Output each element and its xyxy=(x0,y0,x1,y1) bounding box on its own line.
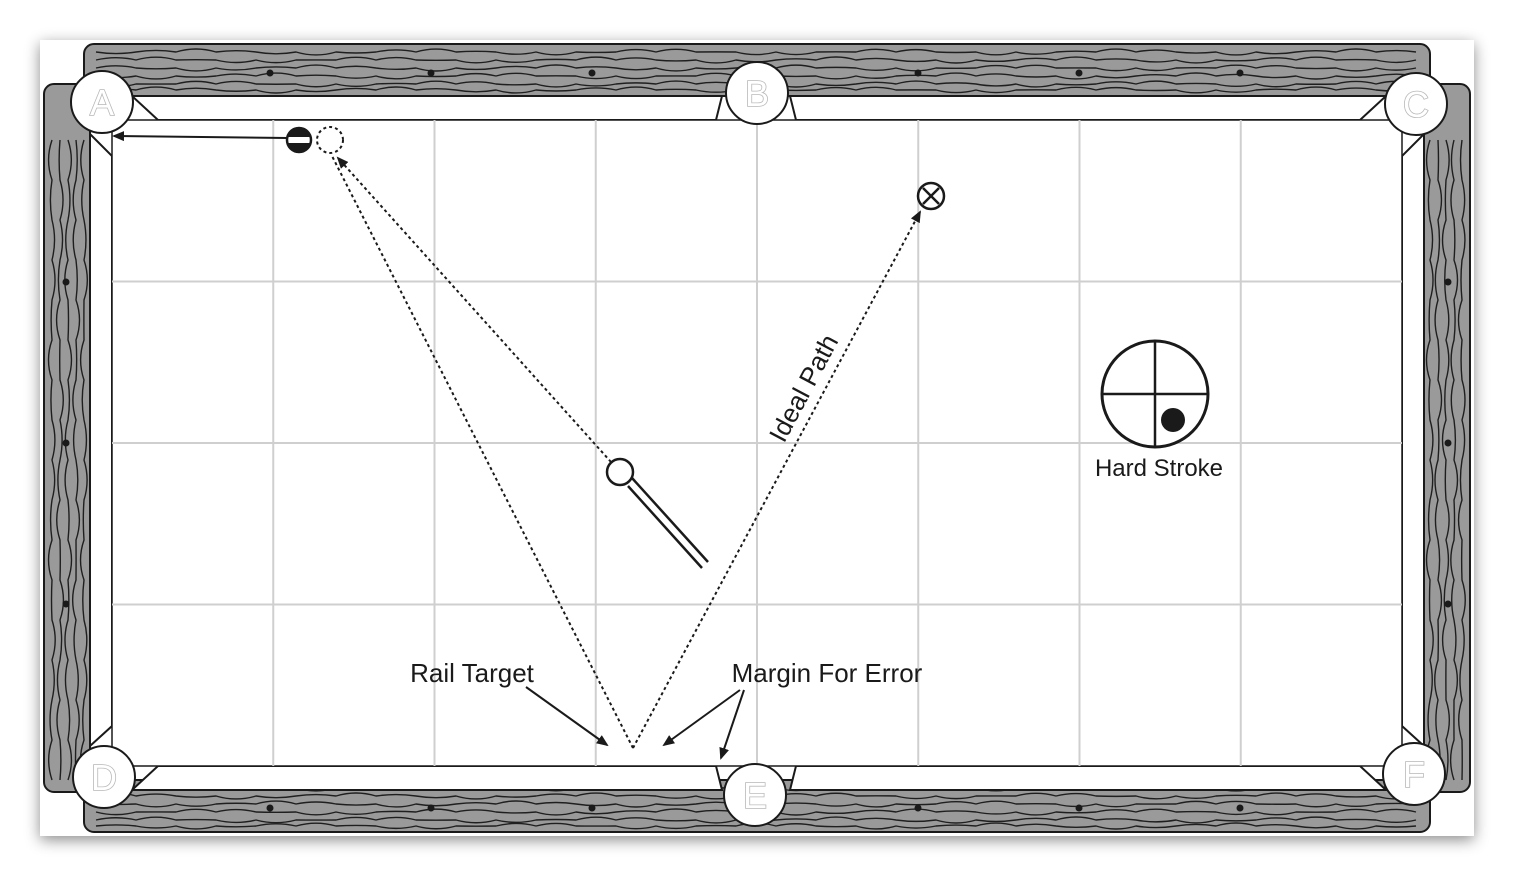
rail-diamond xyxy=(1236,69,1244,77)
table-grid xyxy=(112,120,1402,766)
wood-grain-line xyxy=(95,48,1417,56)
rail-target-label: Rail Target xyxy=(410,658,535,688)
rail-diamond xyxy=(1075,69,1083,77)
pocket-label: C xyxy=(1403,84,1429,125)
pocket-c: C xyxy=(1384,72,1448,136)
shot-paths xyxy=(112,131,921,749)
pocket-f: F xyxy=(1382,742,1446,806)
rail-diamond xyxy=(1444,439,1452,447)
margin-for-error-label: Margin For Error xyxy=(732,658,923,688)
pocket-b: B xyxy=(725,61,789,125)
pocket-label: B xyxy=(745,73,769,114)
rail-target-arrow xyxy=(525,686,609,747)
cushion-top-right xyxy=(788,95,1389,121)
cushion-left xyxy=(89,131,113,749)
cushion-bottom-left xyxy=(129,765,724,791)
object-ball-path-arrow xyxy=(112,131,289,142)
object-ball xyxy=(285,126,313,154)
margin-arrow-2 xyxy=(719,689,745,760)
rail-diamond xyxy=(588,804,596,812)
wood-grain-line xyxy=(55,139,65,781)
rail-diamond xyxy=(1444,600,1452,608)
ghost-ball xyxy=(316,126,344,154)
pocket-a: A xyxy=(70,70,134,134)
pocket-d: D xyxy=(72,745,136,809)
rail-diamond xyxy=(914,69,922,77)
margin-arrow-1 xyxy=(662,689,741,747)
rail-diamond xyxy=(914,804,922,812)
ideal-path-line xyxy=(632,210,921,749)
rail-diamond xyxy=(427,69,435,77)
wood-grain-line xyxy=(1425,139,1434,781)
wood-grain-line xyxy=(1449,139,1459,781)
rail-diamonds xyxy=(62,69,1452,812)
cushion-right xyxy=(1401,131,1425,749)
rail-to-ghost-path xyxy=(331,155,634,749)
rail-diamond xyxy=(62,278,70,286)
leader-arrows xyxy=(525,686,745,760)
cushion-bottom-right xyxy=(788,765,1389,791)
cue-to-ghost-path xyxy=(336,156,612,463)
pocket-label: D xyxy=(91,757,117,798)
pocket-label: A xyxy=(90,82,114,123)
wood-grain-line xyxy=(71,139,81,781)
cushion-top-left xyxy=(129,95,724,121)
pocket-e: E xyxy=(723,763,787,827)
cue-stick xyxy=(627,477,709,569)
rail-diamond xyxy=(62,600,70,608)
rail-diamond xyxy=(427,804,435,812)
x-target-icon xyxy=(916,181,946,211)
rail-diamond xyxy=(62,439,70,447)
rail-diamond xyxy=(266,804,274,812)
hard-stroke-label: Hard Stroke xyxy=(1095,455,1223,482)
wood-grain-line xyxy=(64,139,73,781)
pockets: A B C D E F xyxy=(70,61,1448,827)
rail-diamond xyxy=(1236,804,1244,812)
wood-grain-line xyxy=(1457,139,1466,781)
wood-grain-line xyxy=(1441,139,1451,781)
right-rail xyxy=(1423,83,1471,793)
cue-tip-diagram-icon xyxy=(1100,339,1210,449)
rail-diamond xyxy=(588,69,596,77)
rail-diamond xyxy=(1075,804,1083,812)
pocket-label: E xyxy=(743,775,767,816)
rail-diamond xyxy=(1444,278,1452,286)
wood-grain-line xyxy=(47,139,56,781)
rail-diamond xyxy=(266,69,274,77)
wood-grain-line xyxy=(79,139,89,781)
wood-grain-line xyxy=(1434,139,1443,781)
pocket-label: F xyxy=(1403,754,1425,795)
cue-ball xyxy=(605,457,635,487)
